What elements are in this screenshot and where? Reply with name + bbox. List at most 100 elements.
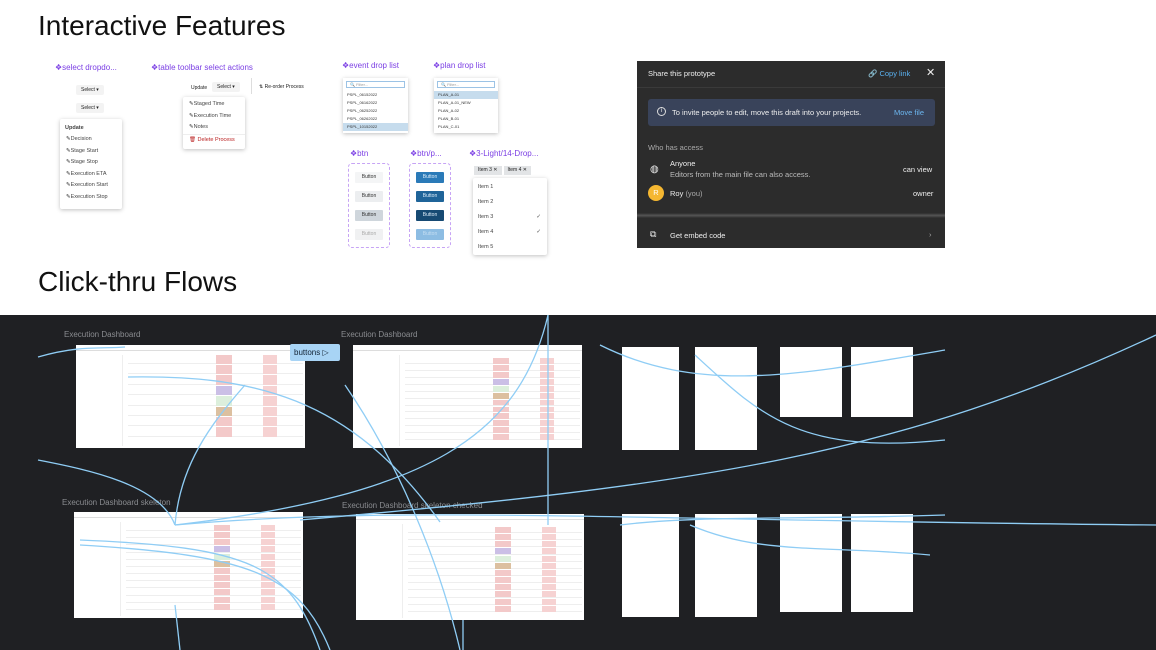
plan-item[interactable]: PLAN_B-01 <box>438 116 460 121</box>
table-row[interactable] <box>405 404 580 406</box>
table-row[interactable] <box>405 383 580 385</box>
menu-item-staged-time[interactable]: Staged Time <box>183 99 245 111</box>
button-hover[interactable]: Button <box>355 191 383 202</box>
table-row[interactable] <box>405 397 580 399</box>
close-icon[interactable]: ✕ <box>522 167 527 173</box>
multi-item-1[interactable]: Item 1 <box>478 184 494 190</box>
table-row[interactable] <box>128 373 303 375</box>
buttons-tag[interactable]: buttons ▷ <box>290 344 340 361</box>
button-default[interactable]: Button <box>355 172 383 183</box>
table-row[interactable] <box>405 411 580 413</box>
frame-dialog[interactable] <box>780 347 842 417</box>
table-row[interactable] <box>405 432 580 434</box>
frame-execution-dashboard-2[interactable] <box>347 345 582 448</box>
primary-button-hover[interactable]: Button <box>416 191 444 202</box>
frame-dialog[interactable] <box>780 514 842 612</box>
event-item-selected[interactable]: PSPL_10152022 <box>343 123 408 131</box>
table-row[interactable] <box>126 565 301 567</box>
table-row[interactable] <box>408 582 582 584</box>
table-row[interactable] <box>128 414 303 416</box>
multi-item-5[interactable]: Item 5 <box>478 244 494 250</box>
plan-item[interactable]: PLAN_A-02 <box>438 108 460 113</box>
table-row[interactable] <box>126 580 301 582</box>
plan-item[interactable]: PLAN_C-01 <box>438 124 460 129</box>
filter-input[interactable]: 🔍 Filter... <box>346 81 405 88</box>
menu-item-decision[interactable]: Decision <box>60 134 122 146</box>
select-2[interactable]: Select ▾ <box>76 103 104 113</box>
table-row[interactable] <box>408 553 582 555</box>
table-row[interactable] <box>128 383 303 385</box>
table-row[interactable] <box>405 439 580 441</box>
table-row[interactable] <box>126 594 301 596</box>
table-row[interactable] <box>408 546 582 548</box>
table-row[interactable] <box>126 530 301 531</box>
table-row[interactable] <box>408 610 582 612</box>
anyone-role[interactable]: can view <box>903 165 933 174</box>
select-1[interactable]: Select ▾ <box>76 85 104 95</box>
table-row[interactable] <box>128 404 303 406</box>
close-icon[interactable]: ✕ <box>493 167 498 173</box>
button-pressed[interactable]: Button <box>355 210 383 221</box>
table-row[interactable] <box>126 544 301 546</box>
table-row[interactable] <box>408 575 582 576</box>
table-row[interactable] <box>405 425 580 427</box>
table-row[interactable] <box>408 560 582 562</box>
table-row[interactable] <box>126 608 301 610</box>
table-row[interactable] <box>128 394 303 396</box>
table-row[interactable] <box>128 425 303 427</box>
menu-item-execution-time[interactable]: Execution Time <box>183 111 245 123</box>
toolbar-select[interactable]: Select ▾ <box>212 82 240 92</box>
table-row[interactable] <box>126 573 301 574</box>
table-row[interactable] <box>126 587 301 589</box>
table-row[interactable] <box>408 603 582 605</box>
table-row[interactable] <box>405 363 580 364</box>
table-row[interactable] <box>408 532 582 533</box>
table-row[interactable] <box>408 567 582 569</box>
multi-item-3[interactable]: Item 3✓ <box>473 210 547 225</box>
menu-item-execution-stop[interactable]: Execution Stop <box>60 192 122 204</box>
menu-item-execution-start[interactable]: Execution Start <box>60 180 122 192</box>
chip-item-4[interactable]: Item 4 ✕ <box>503 166 531 175</box>
table-row[interactable] <box>128 363 303 364</box>
frame-dialog[interactable] <box>851 347 913 417</box>
frame-execution-dashboard-skeleton[interactable] <box>68 512 303 618</box>
copy-link-button[interactable]: 🔗 Copy link <box>868 69 910 78</box>
table-row[interactable] <box>126 551 301 553</box>
table-row[interactable] <box>408 539 582 541</box>
menu-item-stage-start[interactable]: Stage Start <box>60 146 122 158</box>
close-icon[interactable]: ✕ <box>926 67 936 79</box>
frame-dialog[interactable] <box>622 514 679 617</box>
menu-item-execution-eta[interactable]: Execution ETA <box>60 169 122 181</box>
table-row[interactable] <box>405 390 580 392</box>
frame-execution-dashboard-skeleton-checked[interactable] <box>350 514 584 620</box>
table-row[interactable] <box>408 589 582 591</box>
chip-item-3[interactable]: Item 3 ✕ <box>474 166 502 175</box>
reorder-process-button[interactable]: ⇅ Re-order Process <box>259 84 304 90</box>
multi-item-2[interactable]: Item 2 <box>478 199 494 205</box>
get-embed-code-button[interactable]: ⧉ Get embed code › <box>637 223 945 248</box>
event-item[interactable]: PSPL_06252022 <box>347 108 378 113</box>
event-item[interactable]: PSPL_06262022 <box>347 116 378 121</box>
event-item[interactable]: PSPL_06152022 <box>347 92 378 97</box>
primary-button-default[interactable]: Button <box>416 172 444 183</box>
plan-item[interactable]: PLAN_A-01_NEW <box>438 100 471 105</box>
multi-item-4[interactable]: Item 4✓ <box>473 225 547 240</box>
table-row[interactable] <box>405 369 580 371</box>
table-row[interactable] <box>405 376 580 378</box>
primary-button-pressed[interactable]: Button <box>416 210 444 221</box>
menu-item-notes[interactable]: Notes <box>183 122 245 134</box>
table-row[interactable] <box>408 596 582 598</box>
button-disabled[interactable]: Button <box>355 229 383 240</box>
frame-dialog[interactable] <box>851 514 913 612</box>
move-file-button[interactable]: Move file <box>894 108 925 117</box>
menu-item-stage-stop[interactable]: Stage Stop <box>60 157 122 169</box>
table-row[interactable] <box>126 558 301 560</box>
table-row[interactable] <box>128 435 303 437</box>
filter-input[interactable]: 🔍 Filter... <box>437 81 495 88</box>
event-item[interactable]: PSPL_06162022 <box>347 100 378 105</box>
table-row[interactable] <box>126 601 301 603</box>
table-row[interactable] <box>126 537 301 539</box>
plan-item-selected[interactable]: PLAN_A-01 <box>434 91 498 99</box>
menu-item-delete-process[interactable]: 🗑 Delete Process <box>183 133 245 145</box>
primary-button-disabled[interactable]: Button <box>416 229 444 240</box>
